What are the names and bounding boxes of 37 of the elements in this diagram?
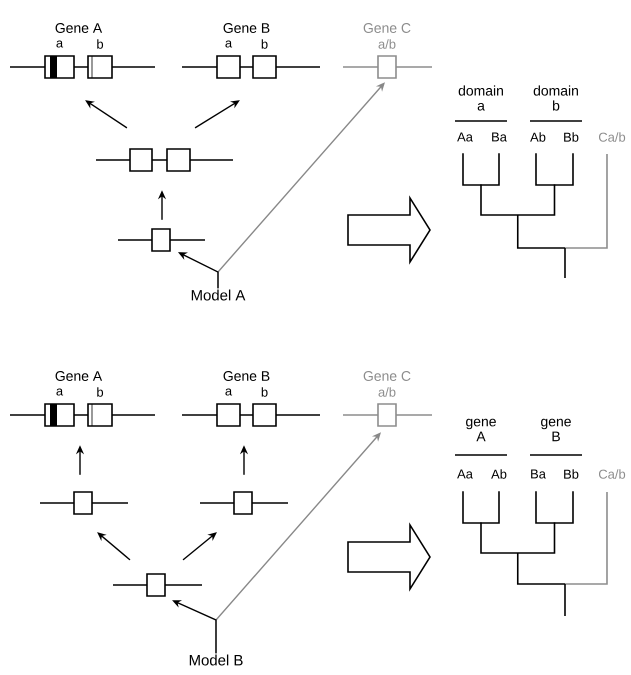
gene-drawing [118, 228, 205, 252]
gene-label: Gene A [56, 23, 102, 33]
exon-label: b [97, 39, 104, 49]
leaf-label: Aa [457, 470, 473, 479]
gene-drawing [96, 148, 233, 172]
exon-label: a/b [378, 39, 396, 49]
leaf-label: Ab [491, 469, 506, 479]
leaf-label: Bb [564, 469, 578, 479]
gene-drawing [113, 573, 202, 597]
gene-label: Gene A [56, 371, 102, 381]
leaf-label: Ca/b [598, 132, 626, 142]
gene-label: Gene C [364, 23, 410, 33]
exon-label: b [262, 39, 268, 49]
gene-drawing [200, 491, 288, 515]
exon-label: b [262, 387, 268, 397]
exon-label: a/b [378, 387, 396, 397]
exon-label: a [225, 40, 232, 48]
gene-drawing [40, 491, 128, 515]
group-label: gene B [541, 418, 571, 442]
leaf-label: Ab [530, 132, 546, 142]
exon-label: a [225, 388, 232, 396]
gene-label: Gene B [224, 23, 270, 33]
gene-label: Gene C [364, 371, 410, 381]
group-label: domain b [534, 85, 578, 111]
group-label: gene A [466, 418, 496, 442]
leaf-label: Bb [564, 132, 578, 142]
exon-label: a [56, 40, 64, 48]
exon-label: a [56, 388, 64, 396]
leaf-label: Ca/b [598, 469, 626, 479]
leaf-label: Ba [531, 470, 546, 479]
exon-label: b [97, 387, 104, 397]
model-label: Model B [190, 654, 243, 666]
gene-label: Gene B [224, 371, 270, 381]
leaf-label: Aa [457, 132, 473, 142]
model-label: Model A [192, 290, 246, 300]
leaf-label: Ba [492, 132, 507, 142]
group-label: domain a [458, 85, 503, 111]
